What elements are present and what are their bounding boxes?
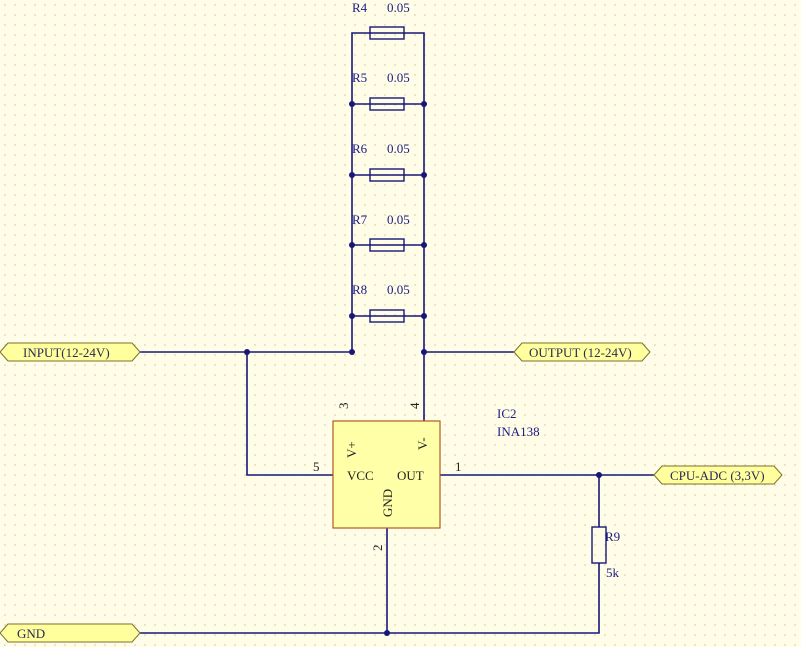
resistor-R8: R8 0.05 [352,282,410,323]
net-wiring [140,351,654,634]
resistor-R7: R7 0.05 [352,212,410,252]
port-input[interactable]: INPUT(12-24V) [0,342,141,362]
pin-number-vcc: 5 [313,459,320,474]
pin-number-vminus: 4 [407,402,422,409]
junctions [244,101,602,636]
pin-number-vplus: 3 [336,403,351,410]
port-label: INPUT(12-24V) [23,345,110,360]
resistor-designator: R8 [352,282,367,297]
resistor-value: 5k [606,565,620,580]
resistor-R5: R5 0.05 [352,70,410,111]
port-gnd[interactable]: GND [0,623,141,643]
ic-part-number: INA138 [497,424,540,439]
shunt-wiring [351,32,425,421]
resistor-R6: R6 0.05 [352,141,410,182]
resistor-designator: R5 [352,70,367,85]
pin-label-vminus: V- [415,437,430,450]
resistor-designator: R9 [605,529,620,544]
port-output[interactable]: OUTPUT (12-24V) [513,342,651,362]
pin-number-out: 1 [455,459,462,474]
resistor-value: 0.05 [387,0,410,15]
resistor-value: 0.05 [387,282,410,297]
ic-designator: IC2 [497,406,517,421]
port-label: CPU-ADC (3,3V) [670,468,765,483]
resistor-value: 0.05 [387,70,410,85]
resistor-R9: R9 5k [591,526,620,580]
pin-label-vplus: V+ [344,441,359,458]
pin-label-vcc: VCC [347,468,374,483]
pin-number-gnd: 2 [370,545,385,552]
resistor-value: 0.05 [387,212,410,227]
ic-INA138: IC2 INA138 V+ V- VCC OUT GND 3 4 5 1 2 [313,402,540,551]
pin-label-gnd: GND [380,489,395,517]
resistor-designator: R6 [352,141,368,156]
resistor-designator: R7 [352,212,368,227]
pin-label-out: OUT [397,468,424,483]
resistor-value: 0.05 [387,141,410,156]
resistor-R4: R4 0.05 [352,0,410,40]
port-cpu-adc[interactable]: CPU-ADC (3,3V) [653,465,783,485]
resistor-designator: R4 [352,0,368,15]
port-label: GND [17,626,45,641]
port-label: OUTPUT (12-24V) [529,345,632,360]
